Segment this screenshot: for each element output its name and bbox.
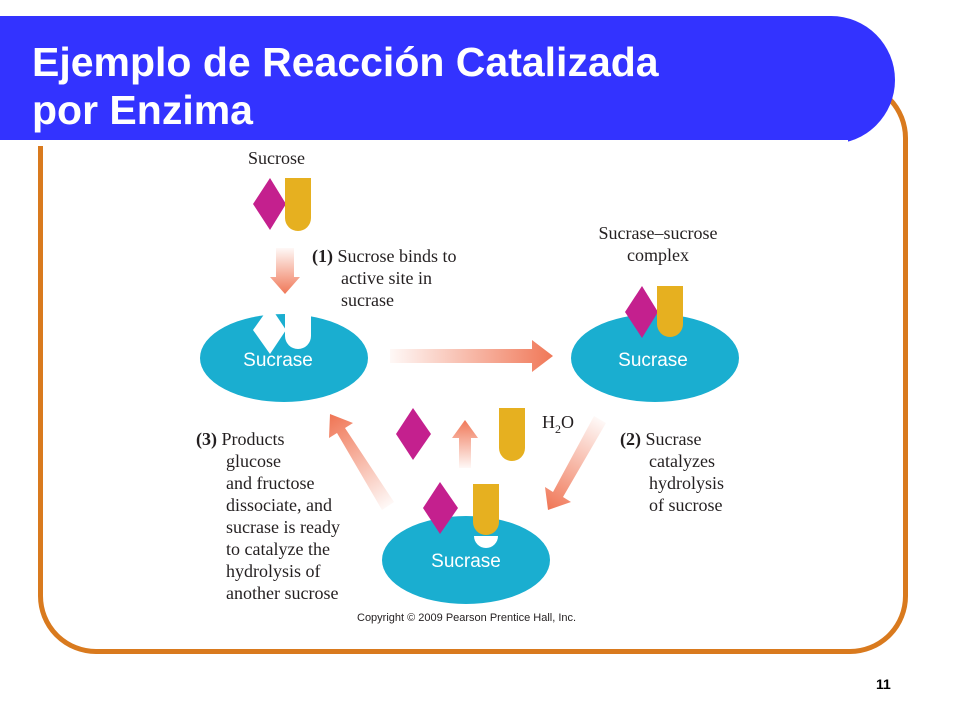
enzyme-label: Sucrase	[618, 350, 688, 371]
enzyme-body	[200, 314, 368, 402]
page-number: 11	[876, 676, 891, 692]
step-2-line-3: hydrolysis	[649, 473, 725, 493]
step-1-label: (1) Sucrose binds to active site in sucr…	[312, 245, 457, 311]
complex-label-line-2: complex	[627, 245, 689, 265]
step-3-line-8: another sucrose	[226, 583, 339, 603]
copyright-notice: Copyright © 2009 Pearson Prentice Hall, …	[357, 612, 577, 624]
enzyme-free	[200, 306, 368, 402]
water-o: O	[561, 412, 574, 432]
step-3-line-1: (3) Products	[196, 428, 340, 450]
step-1-line-1: (1) Sucrose binds to	[312, 245, 457, 267]
step-1-line-2: active site in	[341, 268, 432, 288]
water-subscript: 2	[555, 422, 561, 436]
step-3-line-3: and fructose	[226, 473, 315, 493]
step-3-line-5: sucrase is ready	[226, 517, 340, 537]
step-3-line-7: hydrolysis of	[226, 561, 321, 581]
substrate-label: Sucrose	[248, 148, 305, 168]
enzyme-substrate-complex	[571, 286, 739, 402]
fructose-shape	[499, 408, 525, 461]
step-2-line-1: (2) Sucrase	[620, 428, 724, 450]
step-1-number: (1)	[312, 246, 333, 266]
step-2-label: (2) Sucrase catalyzes hydrolysis of sucr…	[620, 428, 724, 516]
arrow-release	[452, 420, 478, 468]
title-bar: Ejemplo de Reacción Catalizada por Enzim…	[0, 16, 895, 146]
enzyme-body	[382, 516, 550, 604]
step-1-text-1: Sucrose binds to	[337, 246, 457, 266]
step-2-line-2: catalyzes	[649, 451, 715, 471]
active-site-fructose-notch	[285, 306, 311, 349]
glucose-shape	[396, 408, 431, 460]
step-3-label: (3) Products glucose and fructose dissoc…	[196, 428, 340, 604]
step-3-number: (3)	[196, 429, 217, 449]
glucose-shape	[253, 178, 286, 230]
step-3-line-2: glucose	[226, 451, 281, 471]
active-site-notch	[474, 536, 498, 548]
step-3-line-4: dissociate, and	[226, 495, 332, 515]
step-1-line-3: sucrase	[341, 290, 394, 310]
glucose-shape	[625, 286, 658, 338]
complex-label: Sucrase–sucrose complex	[588, 222, 728, 266]
glucose-shape	[423, 482, 458, 534]
active-site-glucose-notch	[253, 306, 286, 354]
enzyme-label: Sucrase	[243, 350, 313, 371]
step-2-text-1: Sucrase	[645, 429, 702, 449]
title-line-2: por Enzima	[32, 87, 253, 133]
released-fructose	[499, 408, 525, 461]
fructose-shape	[657, 286, 683, 337]
arrow-form-complex	[390, 340, 553, 372]
step-3-line-6: to catalyze the	[226, 539, 330, 559]
arrow-bind	[270, 248, 300, 294]
free-sucrose-molecule	[253, 178, 311, 231]
fructose-shape	[285, 178, 311, 231]
arrow-hydrolysis	[545, 416, 606, 510]
step-2-line-4: of sucrose	[649, 495, 723, 515]
water-label: H2O	[542, 412, 574, 436]
enzyme-label: Sucrase	[431, 551, 501, 572]
arrow-regenerate	[329, 414, 394, 510]
step-3-text-1: Products	[221, 429, 285, 449]
complex-label-line-1: Sucrase–sucrose	[598, 223, 718, 243]
enzyme-body	[571, 314, 739, 402]
title-underline	[0, 140, 848, 146]
fructose-shape	[473, 484, 499, 535]
released-glucose	[396, 408, 431, 460]
title-line-1: Ejemplo de Reacción Catalizada	[32, 39, 659, 85]
enzyme-product-complex	[382, 482, 550, 604]
water-h: H	[542, 412, 555, 432]
step-2-number: (2)	[620, 429, 641, 449]
slide-title: Ejemplo de Reacción Catalizada por Enzim…	[32, 38, 659, 134]
